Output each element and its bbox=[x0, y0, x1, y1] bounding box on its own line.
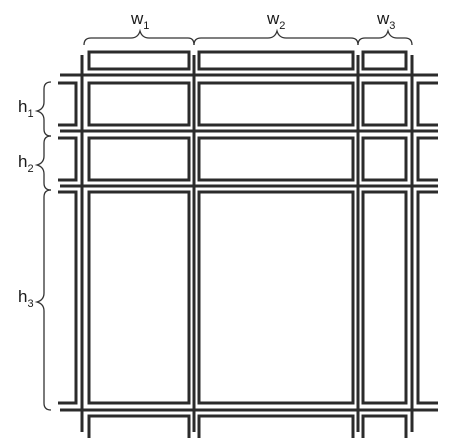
brace-h3 bbox=[34, 189, 52, 411]
cell-r1-c2 bbox=[197, 81, 355, 127]
brace-h2 bbox=[34, 135, 52, 191]
edge-mask-top bbox=[0, 0, 460, 50]
edge-mask-left bbox=[0, 50, 58, 438]
brace-w3 bbox=[357, 28, 413, 46]
cell-r2-c2 bbox=[197, 136, 355, 182]
brace-h1 bbox=[34, 81, 52, 137]
cell-r3-c1 bbox=[87, 190, 191, 405]
label-w1: w1 bbox=[130, 9, 149, 32]
label-w3: w3 bbox=[376, 9, 395, 32]
cell-edge-top-c1 bbox=[87, 50, 191, 71]
cell-edge-top-c2 bbox=[197, 50, 355, 71]
cell-r2-c1 bbox=[87, 136, 191, 182]
cell-r2-c3 bbox=[361, 136, 408, 182]
label-w2: w2 bbox=[266, 9, 285, 32]
cell-edge-top-c3 bbox=[361, 50, 408, 71]
cell-edge-bottom-c3 bbox=[361, 414, 408, 438]
brace-w1 bbox=[83, 28, 195, 46]
label-h2: h2 bbox=[18, 152, 34, 175]
brace-w2 bbox=[193, 28, 359, 46]
cell-edge-bottom-c1 bbox=[87, 414, 191, 438]
label-h1: h1 bbox=[18, 97, 34, 120]
label-h3: h3 bbox=[18, 287, 34, 310]
cell-edge-bottom-c2 bbox=[197, 414, 355, 438]
cell-r1-c3 bbox=[361, 81, 408, 127]
edge-mask-right bbox=[438, 50, 460, 438]
cell-r1-c1 bbox=[87, 81, 191, 127]
cell-r3-c3 bbox=[361, 190, 408, 405]
cell-r3-c2 bbox=[197, 190, 355, 405]
